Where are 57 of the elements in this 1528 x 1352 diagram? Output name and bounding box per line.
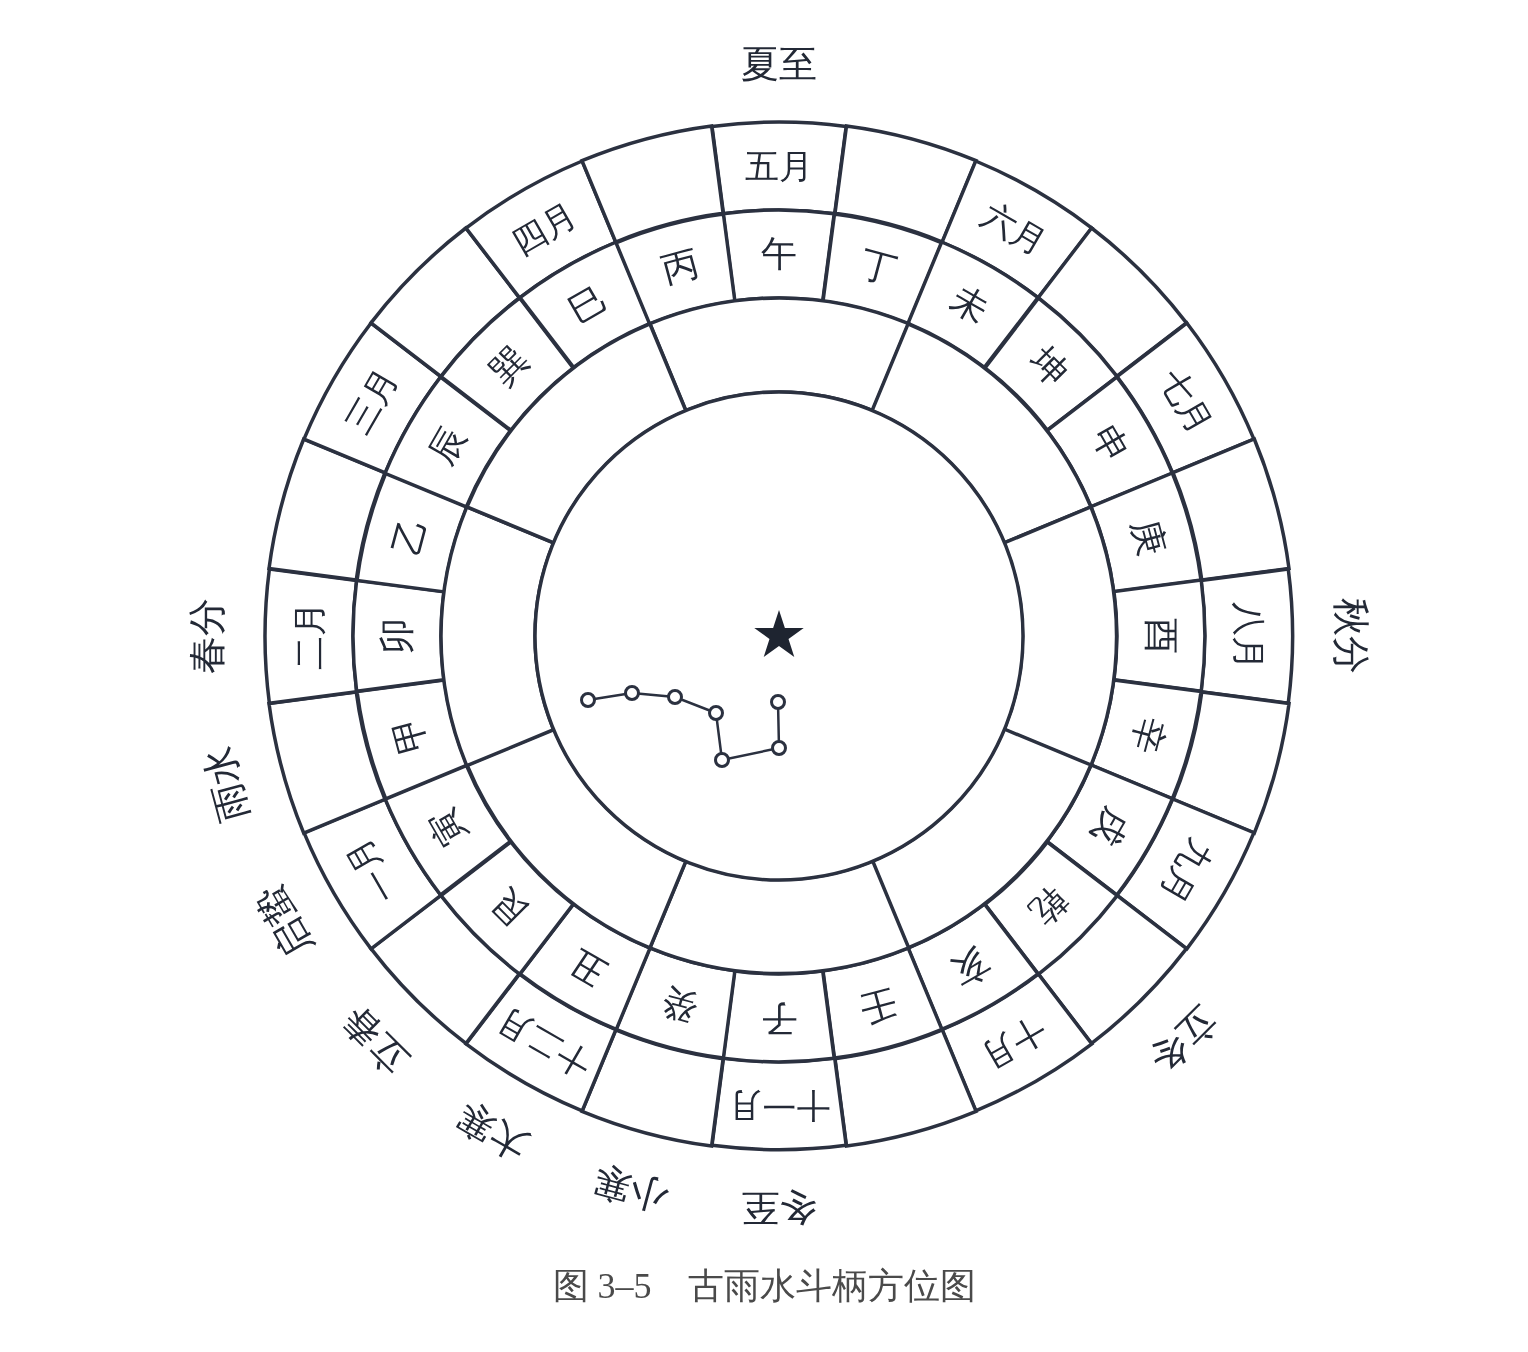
month-label: 三月 xyxy=(340,363,404,439)
ring-sector xyxy=(834,126,976,243)
month-label: 十二月 xyxy=(491,1002,597,1084)
solar-term-label: 夏至 xyxy=(741,45,817,83)
ring-sector xyxy=(582,126,724,243)
stem-branch-label: 寅 xyxy=(423,802,473,852)
ring-sector xyxy=(615,213,735,324)
month-label: 九月 xyxy=(1154,833,1218,909)
solar-term-label: 立春 xyxy=(334,1000,415,1081)
ring-sector xyxy=(823,213,942,324)
month-label: 七月 xyxy=(1154,363,1218,439)
stem-branch-label: 辰 xyxy=(423,420,473,470)
solar-term-label: 小寒 xyxy=(589,1160,673,1217)
month-label: 六月 xyxy=(976,197,1052,261)
ring-sector xyxy=(269,691,386,833)
stem-branch-label: 子 xyxy=(761,1000,797,1036)
month-label: 八月 xyxy=(1232,602,1266,670)
ring-sector xyxy=(269,439,386,581)
month-label: 二月 xyxy=(292,602,326,670)
stem-branch-label: 丑 xyxy=(563,942,613,992)
stem-branch-label: 丁 xyxy=(855,244,900,290)
stem-branch-label: 丙 xyxy=(658,244,703,290)
stem-branch-label: 卯 xyxy=(379,618,415,654)
ring-sector xyxy=(823,948,942,1059)
solar-term-label: 冬至 xyxy=(741,1189,817,1227)
stem-branch-label: 申 xyxy=(1085,420,1135,470)
figure-caption: 图 3–5 古雨水斗柄方位图 xyxy=(552,1266,976,1306)
ring-sector xyxy=(1172,691,1289,833)
stem-branch-label: 乾 xyxy=(1023,880,1075,932)
stem-branch-label: 未 xyxy=(945,280,995,330)
solar-term-label: 大寒 xyxy=(450,1095,536,1167)
stem-branch-label: 壬 xyxy=(855,982,900,1027)
month-label: 一月 xyxy=(340,833,404,909)
solar-term-label: 雨水 xyxy=(198,742,255,826)
stem-branch-label: 巳 xyxy=(563,280,613,330)
solar-term-label: 立冬 xyxy=(1143,1000,1224,1081)
stem-branch-label: 艮 xyxy=(483,880,535,932)
solar-term-label: 秋分 xyxy=(1332,598,1370,674)
month-label: 十一月 xyxy=(728,1089,830,1123)
stem-branch-label: 午 xyxy=(761,236,797,272)
stem-branch-label: 癸 xyxy=(658,982,703,1027)
stem-branch-label: 庚 xyxy=(1125,515,1170,560)
month-label: 四月 xyxy=(506,197,582,261)
stem-branch-label: 戌 xyxy=(1085,802,1135,852)
stem-branch-label: 乙 xyxy=(387,515,433,560)
solar-term-label: 启蛰 xyxy=(248,879,320,965)
solar-term-label: 春分 xyxy=(188,598,226,674)
ring-sector xyxy=(1172,439,1289,581)
stem-branch-label: 酉 xyxy=(1143,618,1179,654)
stem-branch-label: 亥 xyxy=(945,942,995,992)
stem-branch-label: 坤 xyxy=(1023,340,1075,392)
stem-branch-label: 巽 xyxy=(483,340,535,392)
month-label: 五月 xyxy=(745,149,813,183)
ring-sector xyxy=(834,1029,976,1146)
stem-branch-label: 甲 xyxy=(387,712,433,757)
stem-branch-label: 辛 xyxy=(1125,712,1170,757)
month-label: 十月 xyxy=(976,1011,1052,1075)
